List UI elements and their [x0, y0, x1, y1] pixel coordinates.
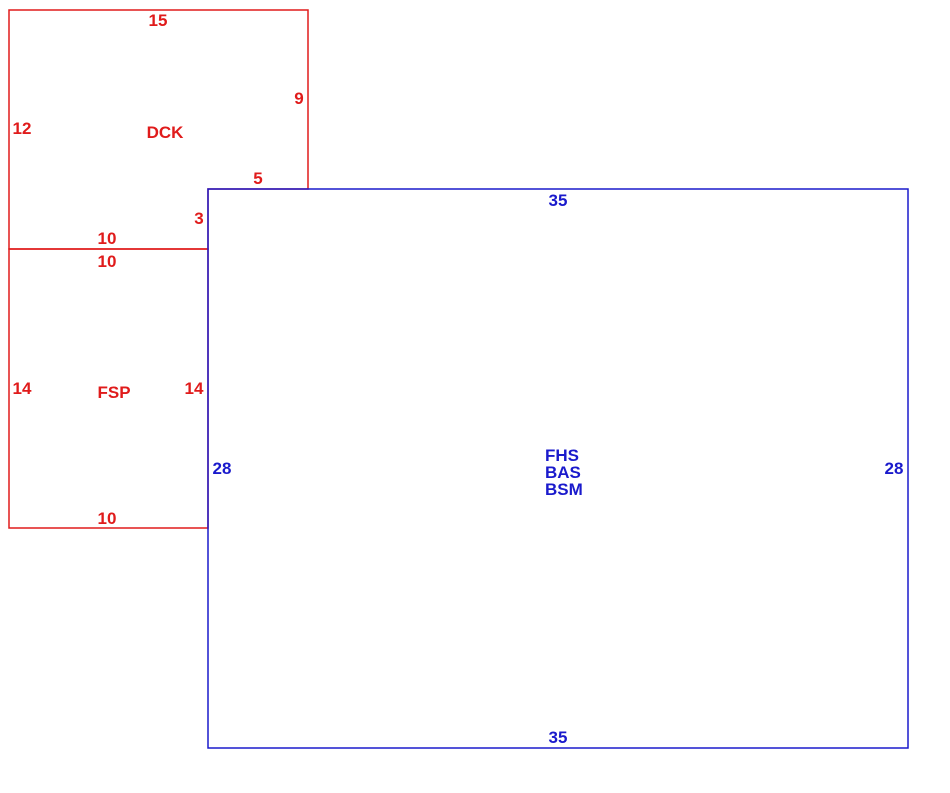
porch-area-code: FSP — [97, 383, 130, 402]
deck-dim-step: 5 — [253, 169, 262, 188]
deck-dim-right-lower: 3 — [194, 209, 203, 228]
porch-dim-top: 10 — [98, 252, 117, 271]
main-area-code-bas: BAS — [545, 463, 581, 482]
main-area-code-fhs: FHS — [545, 446, 579, 465]
deck-dim-left: 12 — [13, 119, 32, 138]
deck-dim-right-upper: 9 — [294, 89, 303, 108]
deck-area-code: DCK — [147, 123, 185, 142]
main-dim-right: 28 — [885, 459, 904, 478]
main-dim-left: 28 — [213, 459, 232, 478]
main-building-outline — [207, 188, 909, 749]
porch-dim-right: 14 — [185, 379, 204, 398]
main-area-code-bsm: BSM — [545, 480, 583, 499]
main-dim-bottom: 35 — [549, 728, 568, 747]
porch-dim-left: 14 — [13, 379, 32, 398]
deck-dim-bottom: 10 — [98, 229, 117, 248]
porch-dim-bottom: 10 — [98, 509, 117, 528]
main-dim-top: 35 — [549, 191, 568, 210]
deck-dim-top: 15 — [149, 11, 168, 30]
